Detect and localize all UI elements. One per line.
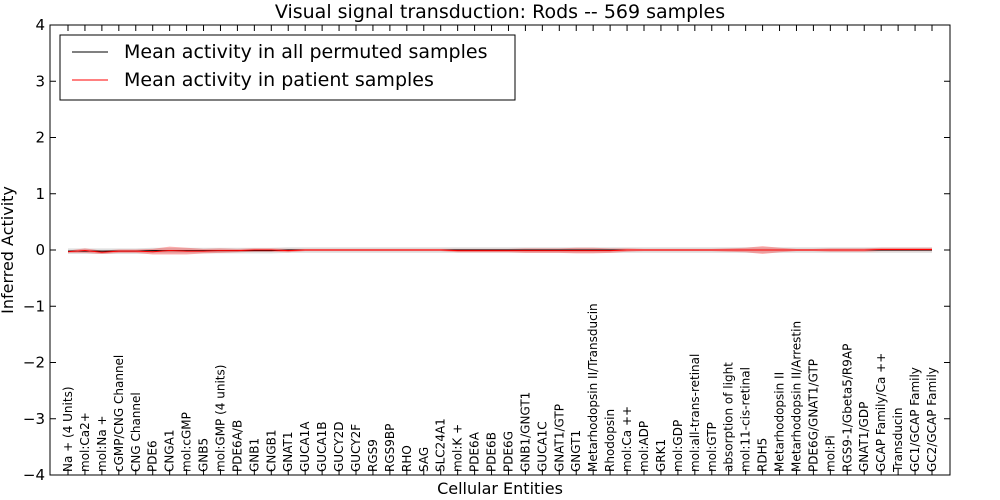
chart-title: Visual signal transduction: Rods -- 569 … — [275, 1, 725, 23]
x-tick-label: RDH5 — [756, 438, 770, 472]
legend-box — [59, 34, 516, 101]
y-tick-label: 3 — [35, 72, 45, 90]
y-tick-label: −4 — [23, 466, 45, 484]
x-tick-label: CNG Channel — [129, 392, 143, 472]
legend: Mean activity in all permuted samplesMea… — [59, 34, 516, 101]
y-tick-label: 2 — [35, 129, 45, 147]
x-tick-label: mol:all-trans-retinal — [688, 354, 702, 472]
x-tick-label: RGS9-1/Gbeta5/R9AP — [840, 344, 854, 472]
legend-label-0: Mean activity in all permuted samples — [124, 41, 487, 63]
x-tick-label: Transducin — [891, 408, 905, 473]
x-tick-label: PDE6B — [485, 432, 499, 472]
x-tick-label: GUCY2D — [332, 422, 346, 472]
x-tick-label: GNAT1/GTP — [552, 404, 566, 472]
x-tick-label: GUCA1A — [298, 421, 312, 472]
x-tick-label: GNB1/GNGT1 — [518, 392, 532, 472]
x-tick-label: Metarhodopsin II — [773, 372, 787, 472]
x-tick-label: RHO — [400, 445, 414, 472]
legend-label-1: Mean activity in patient samples — [124, 69, 434, 91]
series-line-1 — [67, 248, 932, 253]
x-tick-label: GNB5 — [197, 438, 211, 472]
x-tick-label: GUCY2F — [349, 424, 363, 472]
x-tick-label: PDE6 — [146, 440, 160, 472]
x-tick-label: Na + (4 Units) — [61, 386, 75, 472]
x-tick-label: PDE6G/GNAT1/GTP — [806, 359, 820, 472]
x-tick-label: mol:ADP — [637, 421, 651, 472]
x-tick-label: Rhodopsin — [603, 409, 617, 472]
x-tick-label: mol:Ca2+ — [78, 412, 92, 472]
x-tick-label: SLC24A1 — [434, 418, 448, 472]
x-tick-label: GNAT1/GDP — [857, 402, 871, 472]
x-axis-label: Cellular Entities — [437, 479, 563, 498]
x-tick-label: mol:GTP — [705, 422, 719, 472]
x-tick-label: PDE6A — [468, 431, 482, 472]
y-tick-label: 0 — [35, 241, 45, 259]
x-tick-label: GUCA1B — [315, 421, 329, 472]
x-tick-label: mol:GMP (4 units) — [213, 365, 227, 472]
x-tick-label: RGS9BP — [383, 424, 397, 472]
x-tick-label: mol:Na + — [95, 415, 109, 472]
x-tick-label: SAG — [417, 447, 431, 472]
x-tick-label: GC2/GCAP Family — [925, 367, 939, 472]
x-tick-label: PDE6A/B — [230, 420, 244, 472]
x-tick-label: GUCA1C — [535, 421, 549, 472]
x-tick-label: cGMP/CNG Channel — [112, 355, 126, 472]
x-tick-label: CNGA1 — [163, 430, 177, 473]
x-tick-label: absorption of light — [722, 362, 736, 472]
x-tick-label: GNB1 — [247, 438, 261, 472]
x-tick-label: mol:Pi — [823, 435, 837, 472]
y-tick-label: −1 — [23, 297, 45, 315]
x-tick-label: GC1/GCAP Family — [908, 367, 922, 472]
y-axis-label: Inferred Activity — [0, 186, 17, 314]
y-tick-label: −2 — [23, 354, 45, 372]
x-tick-label: mol:GDP — [671, 420, 685, 472]
x-tick-label: GCAP Family/Ca ++ — [874, 353, 888, 472]
y-tick-label: −3 — [23, 410, 45, 428]
x-tick-label: Metarhodopsin II/Transducin — [586, 303, 600, 472]
plot-area: −4 −3 −2 −1 0 1 2 3 4 Na + (4 Units)mol:Ca2+mol:N… — [23, 16, 951, 484]
x-tick-label: mol:K + — [451, 424, 465, 472]
x-tick-label: mol:Ca ++ — [620, 406, 634, 472]
x-tick-label: mol:cGMP — [180, 412, 194, 472]
y-tick-label: 1 — [35, 185, 45, 203]
x-tick-label: GNGT1 — [569, 430, 583, 472]
x-tick-label: PDE6G — [501, 431, 515, 472]
x-tick-label: CNGB1 — [264, 429, 278, 472]
y-tick-label: 4 — [35, 16, 45, 34]
x-tick-label: RGS9 — [366, 439, 380, 472]
x-tick-label: mol:11-cis-retinal — [739, 367, 753, 472]
x-tick-label: GNAT1 — [281, 431, 295, 472]
x-tick-label: Metarhodopsin II/Arrestin — [789, 321, 803, 472]
x-tick-label: GRK1 — [654, 439, 668, 472]
